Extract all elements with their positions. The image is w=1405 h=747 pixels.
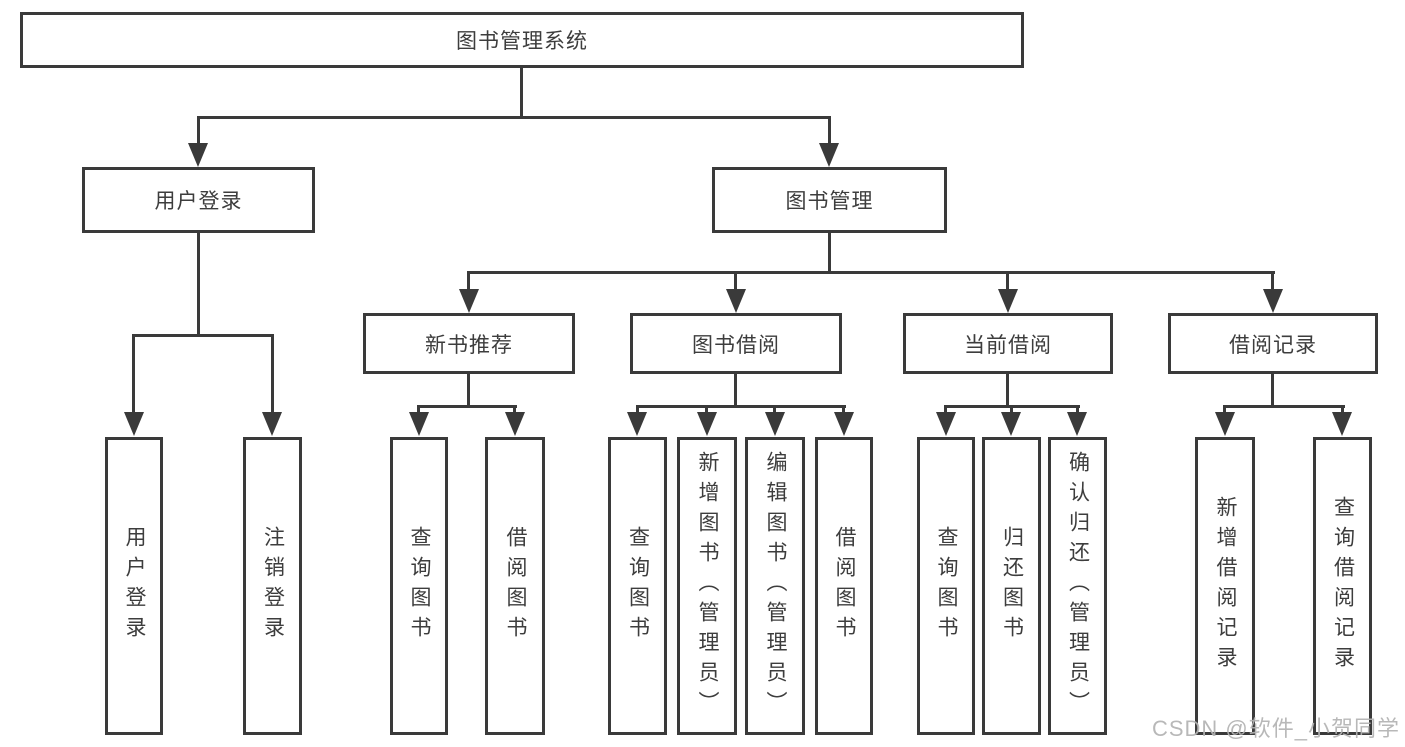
- connector-line: [197, 116, 831, 119]
- leaf-query-borrow-record: 查询借阅记录: [1313, 437, 1372, 735]
- connector-line: [1223, 405, 1345, 408]
- connector-line: [1006, 374, 1009, 406]
- connector-line: [842, 408, 845, 414]
- connector-line: [271, 337, 274, 414]
- connector-line: [734, 274, 737, 290]
- leaf-edit-book-admin: 编辑图书（管理员）: [745, 437, 805, 735]
- connector-line: [1341, 408, 1344, 414]
- leaf-logout: 注销登录: [243, 437, 302, 735]
- watermark: CSDN @软件_小贺同学: [1151, 716, 1400, 741]
- leaf-confirm-return-admin: 确认归还（管理员）: [1048, 437, 1107, 735]
- node-book-borrow: 图书借阅: [630, 313, 842, 374]
- connector-line: [1076, 408, 1079, 414]
- connector-line: [1271, 374, 1274, 406]
- node-library-system: 图书管理系统: [20, 12, 1024, 68]
- connector-line: [520, 68, 523, 117]
- connector-line: [467, 274, 470, 290]
- connector-line: [1010, 408, 1013, 414]
- leaf-return-book: 归还图书: [982, 437, 1041, 735]
- connector-line: [417, 408, 420, 414]
- arrowhead-icon: [726, 289, 746, 313]
- arrowhead-icon: [1263, 289, 1283, 313]
- arrowhead-icon: [505, 412, 525, 436]
- connector-line: [828, 233, 831, 273]
- arrowhead-icon: [834, 412, 854, 436]
- arrowhead-icon: [124, 412, 144, 436]
- arrowhead-icon: [819, 143, 839, 167]
- node-book-management: 图书管理: [712, 167, 947, 233]
- arrowhead-icon: [1067, 412, 1087, 436]
- leaf-query-book-recommend: 查询图书: [390, 437, 448, 735]
- arrowhead-icon: [459, 289, 479, 313]
- arrowhead-icon: [188, 143, 208, 167]
- node-borrow-record: 借阅记录: [1168, 313, 1378, 374]
- connector-line: [734, 374, 737, 406]
- arrowhead-icon: [1332, 412, 1352, 436]
- node-user-login: 用户登录: [82, 167, 315, 233]
- node-current-borrow: 当前借阅: [903, 313, 1113, 374]
- arrowhead-icon: [765, 412, 785, 436]
- arrowhead-icon: [627, 412, 647, 436]
- arrowhead-icon: [262, 412, 282, 436]
- connector-line: [197, 119, 200, 144]
- connector-line: [773, 408, 776, 414]
- leaf-user-login: 用户登录: [105, 437, 163, 735]
- leaf-borrow-book-recommend: 借阅图书: [485, 437, 545, 735]
- node-new-book-recommend: 新书推荐: [363, 313, 575, 374]
- leaf-query-book-borrow: 查询图书: [608, 437, 667, 735]
- leaf-add-borrow-record: 新增借阅记录: [1195, 437, 1255, 735]
- arrowhead-icon: [1001, 412, 1021, 436]
- leaf-query-book-current: 查询图书: [917, 437, 975, 735]
- connector-line: [132, 334, 274, 337]
- arrowhead-icon: [936, 412, 956, 436]
- connector-line: [197, 233, 200, 335]
- connector-line: [1223, 408, 1226, 414]
- connector-line: [828, 119, 831, 144]
- connector-line: [944, 408, 947, 414]
- connector-line: [636, 408, 639, 414]
- leaf-borrow-book: 借阅图书: [815, 437, 873, 735]
- arrowhead-icon: [697, 412, 717, 436]
- connector-line: [467, 374, 470, 406]
- arrowhead-icon: [409, 412, 429, 436]
- connector-line: [417, 405, 517, 408]
- leaf-add-book-admin: 新增图书（管理员）: [677, 437, 737, 735]
- connector-line: [705, 408, 708, 414]
- connector-line: [513, 408, 516, 414]
- connector-line: [1271, 274, 1274, 290]
- arrowhead-icon: [998, 289, 1018, 313]
- connector-line: [636, 405, 846, 408]
- connector-line: [132, 337, 135, 414]
- connector-line: [467, 271, 1275, 274]
- connector-line: [944, 405, 1080, 408]
- connector-line: [1006, 274, 1009, 290]
- arrowhead-icon: [1215, 412, 1235, 436]
